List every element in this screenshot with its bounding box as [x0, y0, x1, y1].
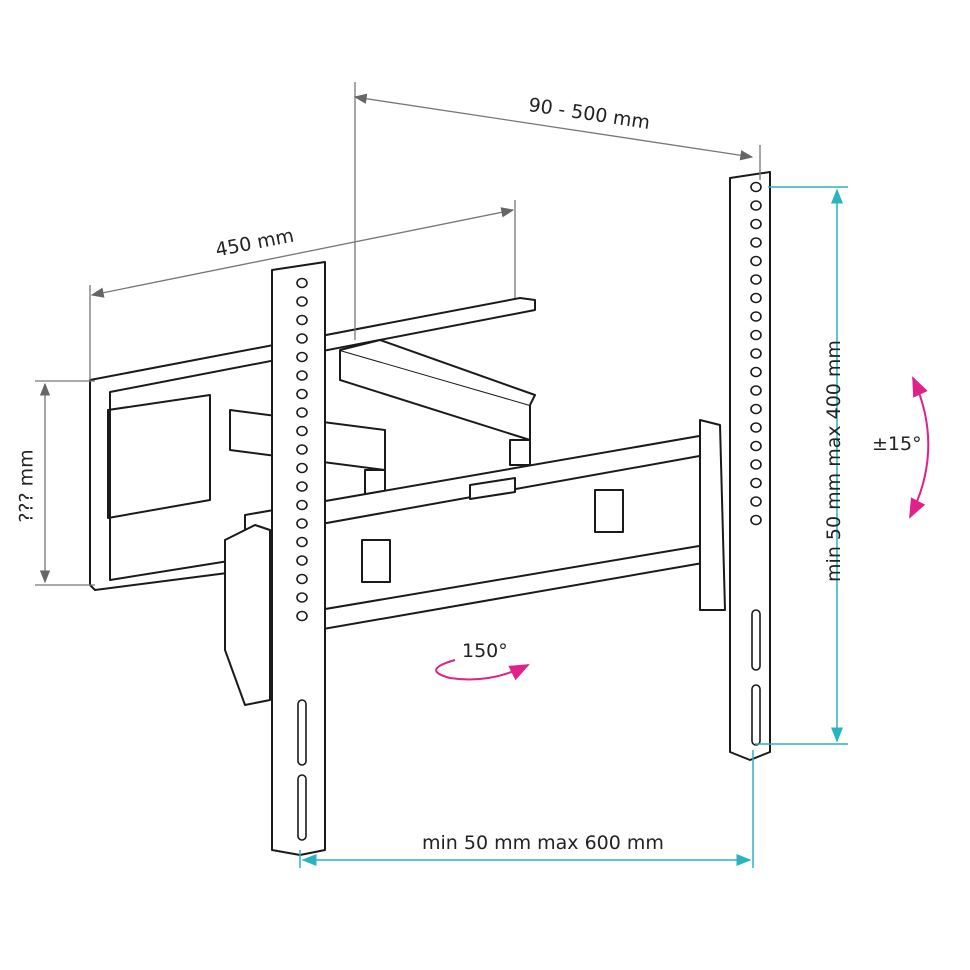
mounting-hole — [750, 292, 762, 304]
mounting-hole — [750, 514, 762, 526]
mounting-hole — [750, 274, 762, 285]
mounting-hole — [296, 536, 308, 548]
right-vertical-strip — [729, 171, 771, 761]
mounting-hole — [750, 181, 762, 193]
mounting-hole — [750, 496, 762, 507]
mounting-hole — [750, 477, 762, 489]
mounting-hole — [296, 573, 308, 585]
mounting-hole — [296, 610, 308, 622]
mounting-slot — [297, 774, 307, 841]
mounting-hole — [296, 444, 308, 455]
tilt-arrow — [909, 376, 930, 519]
mounting-hole — [296, 425, 308, 437]
mounting-hole — [296, 370, 308, 381]
mounting-hole — [296, 277, 308, 289]
mounting-hole — [296, 388, 308, 400]
mounting-hole — [296, 407, 308, 418]
tilt-label: ±15° — [872, 433, 922, 455]
mounting-slot — [751, 684, 761, 746]
mounting-hole — [750, 329, 762, 341]
mounting-hole — [750, 311, 762, 322]
mounting-hole — [750, 422, 762, 433]
vertical-vesa-label: min 50 mm max 400 mm — [822, 340, 845, 582]
mounting-hole — [750, 218, 762, 230]
mounting-hole — [750, 385, 762, 396]
mounting-hole — [750, 459, 762, 470]
wall-plate — [89, 297, 536, 591]
mounting-hole — [750, 237, 762, 248]
plate-height-label: ??? mm — [15, 449, 38, 523]
mounting-hole — [750, 200, 762, 211]
mounting-hole — [296, 333, 308, 344]
horizontal-vesa-label: min 50 mm max 600 mm — [422, 832, 664, 854]
mounting-slot — [751, 609, 761, 671]
mounting-hole — [296, 462, 308, 474]
mounting-hole — [750, 403, 762, 415]
mounting-hole — [750, 348, 762, 359]
swivel-label: 150° — [462, 640, 508, 662]
swivel-arrow — [435, 659, 530, 681]
mounting-hole — [296, 351, 308, 363]
mounting-hole — [750, 366, 762, 378]
mounting-slot — [297, 699, 307, 766]
mounting-hole — [296, 296, 308, 307]
mounting-hole — [296, 314, 308, 326]
mounting-hole — [750, 440, 762, 452]
mounting-hole — [296, 499, 308, 511]
mounting-hole — [296, 555, 308, 566]
mounting-hole — [296, 592, 308, 603]
mounting-hole — [750, 255, 762, 267]
mounting-hole — [296, 481, 308, 492]
mounting-hole — [296, 518, 308, 529]
